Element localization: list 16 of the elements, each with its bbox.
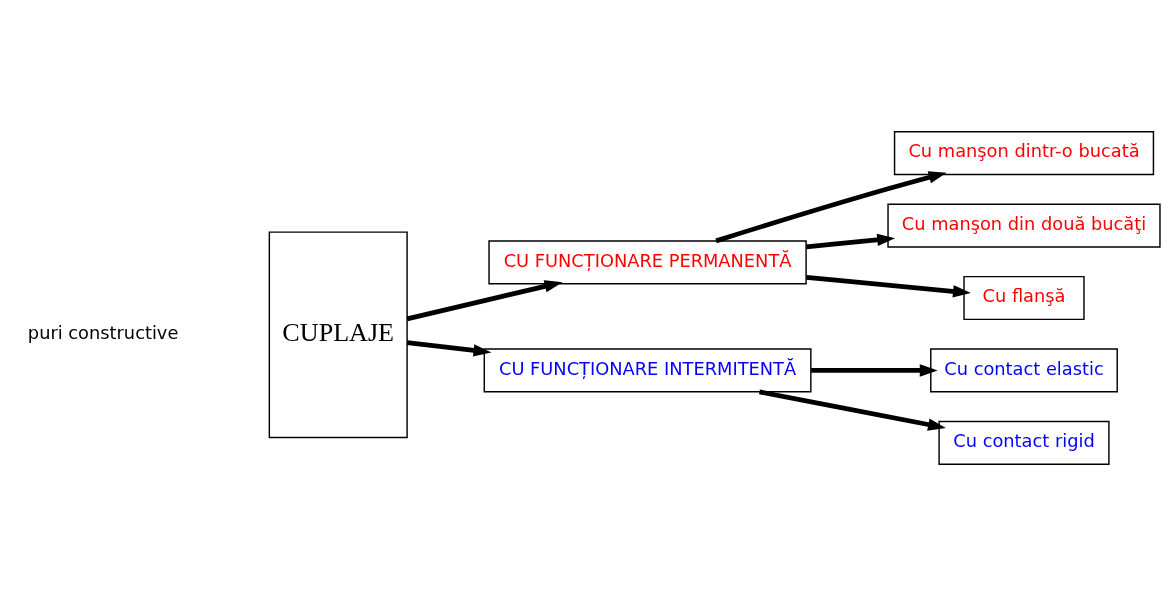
arrow xyxy=(715,171,947,244)
arrow xyxy=(811,364,938,377)
arrow xyxy=(806,275,971,298)
arrow xyxy=(806,233,896,250)
node-box: Cu manşon din două bucăţi xyxy=(887,203,1161,248)
node-box: CU FUNCȚIONARE PERMANENTĂ xyxy=(488,240,807,285)
arrow xyxy=(406,280,563,322)
node-box: Cu flanşă xyxy=(963,275,1085,321)
node-box: CU FUNCȚIONARE INTERMITENTĂ xyxy=(483,348,812,393)
node-box: Cu manşon dintr-o bucată xyxy=(893,131,1155,176)
label: puri constructive xyxy=(27,321,179,343)
node-box: CUPLAJE xyxy=(268,231,408,439)
arrow xyxy=(759,389,946,431)
node-box: Cu contact rigid xyxy=(938,420,1110,465)
node-box: Cu contact elastic xyxy=(930,348,1118,393)
arrow xyxy=(406,340,492,357)
